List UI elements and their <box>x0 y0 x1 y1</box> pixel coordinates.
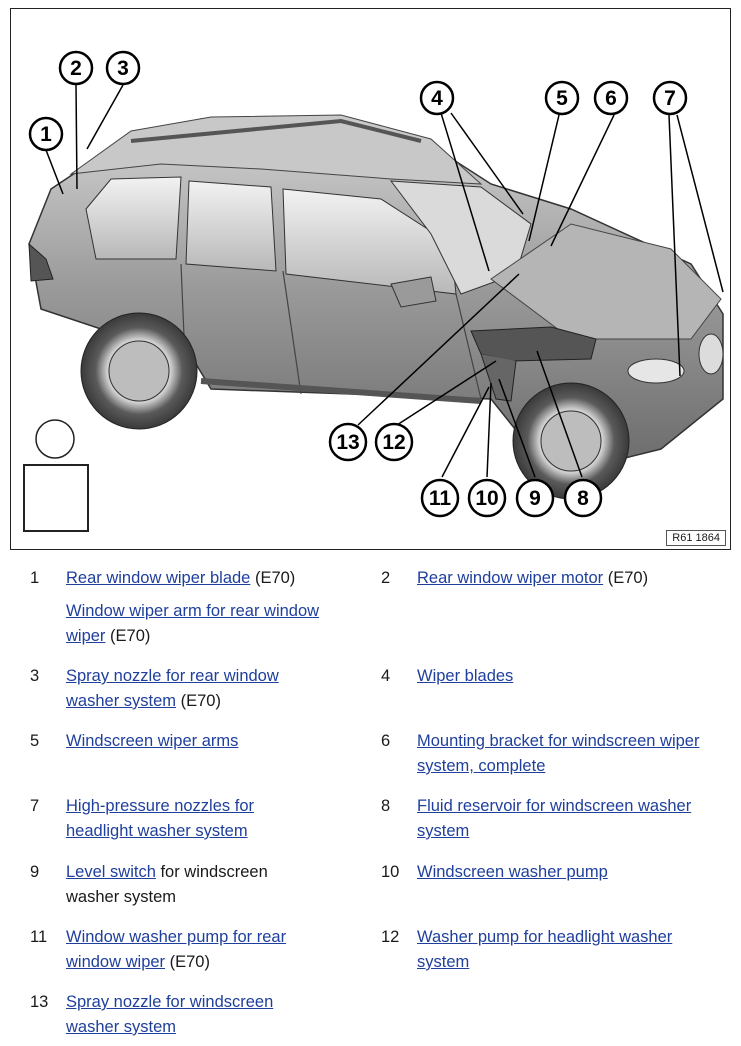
svg-text:8: 8 <box>577 487 589 510</box>
callout-2: 2 <box>58 50 94 86</box>
callout-5: 5 <box>544 80 580 116</box>
vehicle-diagram: 1 2 3 4 5 6 7 8 9 10 11 12 13 R61 1864 <box>10 8 731 550</box>
item-number: 3 <box>30 667 40 685</box>
rear-door-window <box>185 180 277 272</box>
svg-text:9: 9 <box>529 487 541 510</box>
item-number: 7 <box>30 797 40 815</box>
item-number: 1 <box>30 569 40 587</box>
item-number: 12 <box>381 928 400 946</box>
callout-12: 12 <box>374 422 414 462</box>
item-number: 10 <box>381 863 400 881</box>
svg-text:4: 4 <box>431 87 443 110</box>
item-number: 6 <box>381 732 391 750</box>
link-wiper-blades[interactable]: Wiper blades <box>417 667 514 685</box>
link-rear-window-wiper-motor[interactable]: Rear window wiper motor <box>417 569 604 587</box>
blank-circle-marker <box>35 419 75 459</box>
svg-text:12: 12 <box>382 431 405 454</box>
link-high-pressure-nozzles[interactable]: High-pressure nozzles for headlight wash… <box>66 797 254 840</box>
item-number: 5 <box>30 732 40 750</box>
item-number: 2 <box>381 569 391 587</box>
vehicle-illustration: 1 2 3 4 5 6 7 8 9 10 11 12 13 <box>23 50 724 532</box>
item-number: 11 <box>30 928 48 946</box>
callout-6: 6 <box>593 80 629 116</box>
svg-text:3: 3 <box>117 57 129 80</box>
blank-square-marker <box>23 464 89 532</box>
rear-side-window <box>85 176 182 260</box>
link-rear-window-wiper-blade[interactable]: Rear window wiper blade <box>66 569 251 587</box>
link-spray-nozzle-rear[interactable]: Spray nozzle for rear window washer syst… <box>66 667 279 710</box>
svg-text:13: 13 <box>336 431 359 454</box>
item-number: 8 <box>381 797 391 815</box>
callout-9: 9 <box>515 478 555 518</box>
callout-13: 13 <box>328 422 368 462</box>
svg-text:6: 6 <box>605 87 617 110</box>
link-mounting-bracket[interactable]: Mounting bracket for windscreen wiper sy… <box>417 732 700 775</box>
item-number: 13 <box>30 993 49 1011</box>
link-level-switch[interactable]: Level switch <box>66 863 156 881</box>
link-spray-nozzle-windscreen[interactable]: Spray nozzle for windscreen washer syste… <box>66 993 274 1036</box>
link-washer-pump-headlight[interactable]: Washer pump for headlight washer system <box>417 928 673 971</box>
callout-10: 10 <box>467 478 507 518</box>
callout-4: 4 <box>419 80 455 116</box>
link-window-washer-pump-rear[interactable]: Window washer pump for rear window wiper <box>66 928 287 971</box>
svg-text:7: 7 <box>664 87 676 110</box>
svg-text:1: 1 <box>40 123 52 146</box>
link-windscreen-wiper-arms[interactable]: Windscreen wiper arms <box>66 732 239 750</box>
callout-7: 7 <box>652 80 688 116</box>
item-number: 4 <box>381 667 391 685</box>
figure-id: R61 1864 <box>666 530 726 546</box>
callout-8: 8 <box>563 478 603 518</box>
leader-lines <box>45 84 724 478</box>
svg-text:10: 10 <box>475 487 498 510</box>
svg-text:5: 5 <box>556 87 568 110</box>
link-windscreen-washer-pump[interactable]: Windscreen washer pump <box>417 863 608 881</box>
link-window-wiper-arm-rear[interactable]: Window wiper arm for rear window wiper <box>66 602 320 645</box>
svg-text:2: 2 <box>70 57 82 80</box>
callout-1: 1 <box>28 116 64 152</box>
callout-3: 3 <box>105 50 141 86</box>
svg-text:11: 11 <box>429 487 452 510</box>
link-fluid-reservoir[interactable]: Fluid reservoir for windscreen washer sy… <box>417 797 692 840</box>
item-number: 9 <box>30 863 40 881</box>
callout-11: 11 <box>420 478 460 518</box>
